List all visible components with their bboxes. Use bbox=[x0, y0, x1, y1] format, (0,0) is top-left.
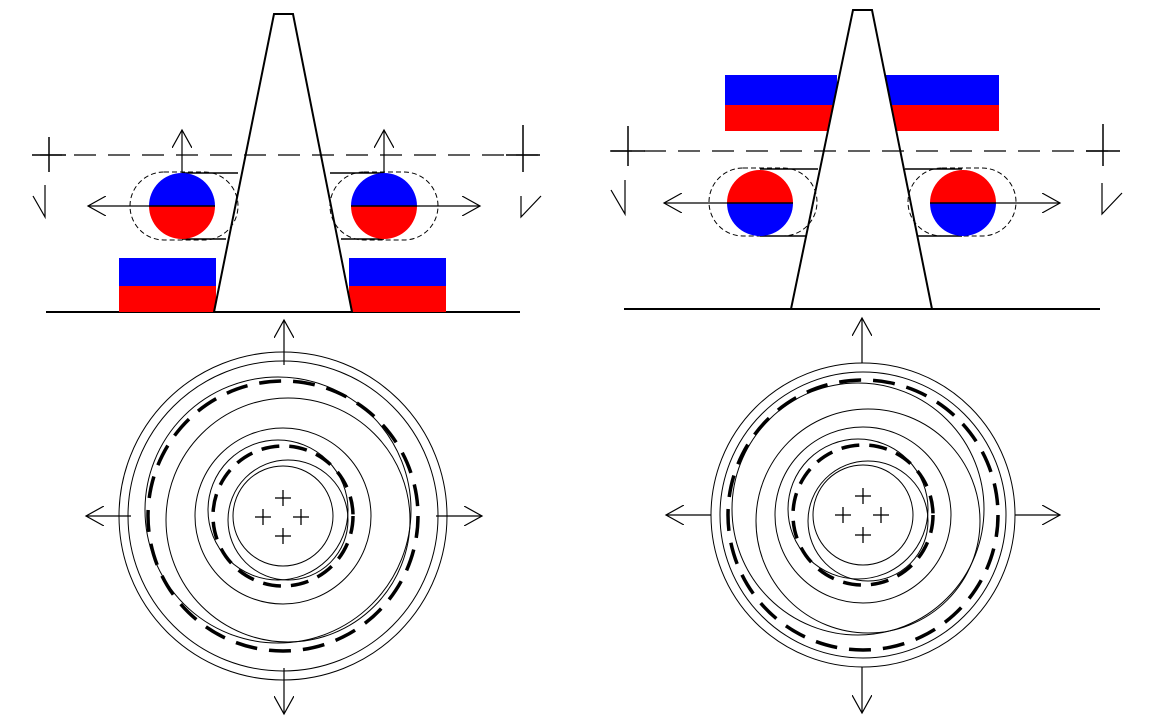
inner-ring bbox=[207, 439, 349, 581]
left-side-view bbox=[32, 13, 542, 313]
down-hook-icon bbox=[520, 195, 542, 219]
left-bottom-magnet-right bbox=[349, 258, 446, 312]
offset-ring bbox=[144, 376, 412, 644]
inner-ring bbox=[807, 460, 929, 582]
offset-ring bbox=[755, 408, 981, 634]
left-ball-left bbox=[149, 173, 215, 239]
inner-ring bbox=[774, 426, 952, 604]
left-cone bbox=[212, 13, 354, 313]
inner-ring bbox=[232, 465, 334, 567]
cross-icon bbox=[611, 126, 645, 166]
down-hook-icon bbox=[32, 185, 46, 220]
cross-icon bbox=[1086, 124, 1120, 166]
dashed-ring bbox=[726, 378, 1000, 652]
left-ball-path-outline bbox=[129, 171, 239, 241]
down-hook-icon bbox=[1101, 183, 1123, 216]
dashed-inner-ring bbox=[791, 443, 935, 587]
left-ball-right bbox=[351, 173, 417, 239]
cross-icon bbox=[255, 490, 309, 544]
right-top-view bbox=[666, 318, 1060, 713]
cross-icon bbox=[32, 137, 66, 172]
outer-ring bbox=[118, 351, 448, 681]
right-side-view bbox=[610, 9, 1123, 310]
inner-ring bbox=[194, 427, 372, 605]
right-ball-path-outline bbox=[907, 167, 1017, 237]
outer-ring bbox=[127, 360, 439, 672]
left-bottom-magnet-left bbox=[119, 258, 216, 312]
cross-icon bbox=[835, 488, 889, 543]
inner-ring bbox=[787, 438, 929, 580]
cross-icon bbox=[506, 125, 540, 172]
right-top-magnet-right bbox=[886, 75, 999, 131]
right-ball-right bbox=[930, 170, 996, 236]
dashed-inner-ring bbox=[211, 444, 355, 588]
offset-ring bbox=[731, 382, 985, 636]
offset-ring bbox=[165, 397, 411, 643]
right-ball-left bbox=[727, 170, 793, 236]
right-cone bbox=[789, 9, 934, 310]
left-top-view bbox=[86, 320, 482, 714]
inner-ring bbox=[227, 459, 349, 581]
right-top-magnet-left bbox=[725, 75, 837, 131]
down-hook-icon bbox=[610, 180, 626, 217]
outer-ring bbox=[719, 371, 1007, 659]
right-ball-path-outline bbox=[708, 167, 818, 237]
inner-ring bbox=[812, 464, 914, 566]
dashed-ring bbox=[146, 379, 420, 653]
